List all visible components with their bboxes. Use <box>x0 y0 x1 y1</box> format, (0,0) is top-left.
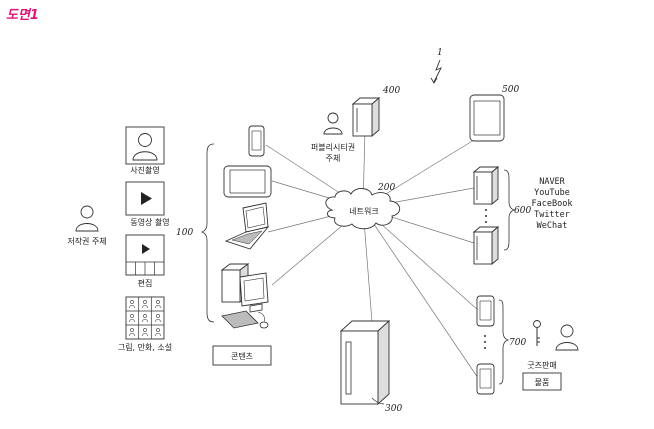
video-shoot-icon <box>126 182 164 215</box>
goods-seller-label: 굿즈판매 <box>527 361 556 370</box>
desktop-pc-icon <box>222 264 268 328</box>
goods-devices: 700 <box>477 296 526 394</box>
system-reference: 1 <box>431 48 443 83</box>
person-icon <box>324 113 342 134</box>
platform-server-bottom-icon <box>474 227 498 264</box>
platform-server-top-icon <box>474 167 498 204</box>
contents-box: 콘텐츠 <box>213 346 271 365</box>
platform-name-youtube: YouTube <box>534 188 570 198</box>
copyright-holder: 저작권 주체 <box>67 206 106 246</box>
tablet-icon <box>224 166 271 197</box>
platform-name-naver: NAVER <box>539 177 565 187</box>
platform-names: NAVER YouTube FaceBook Twitter WeChat <box>532 177 573 231</box>
server-400-icon: 400 <box>353 86 400 136</box>
goods-item-label: 물품 <box>535 378 550 387</box>
contents-box-label: 콘텐츠 <box>231 351 253 361</box>
tablet-500-icon: 500 <box>470 85 519 141</box>
seller-person-icon <box>556 325 578 350</box>
content-item-art: 그림, 만화, 소설 <box>118 342 172 352</box>
tablet-500-ref: 500 <box>502 85 519 95</box>
platform-name-twitter: Twitter <box>534 210 570 220</box>
goods-phone-bottom-icon <box>477 364 494 394</box>
photo-shoot-icon <box>126 127 164 164</box>
contents-brace <box>202 144 214 322</box>
platforms-ref: 600 <box>514 206 531 216</box>
publicity-label-line2: 주체 <box>326 153 341 163</box>
goods-ref: 700 <box>509 338 526 348</box>
goods-brace <box>499 300 508 384</box>
goods-seller: 굿즈판매 물품 <box>523 321 578 391</box>
goods-ellipsis <box>484 335 486 349</box>
system-ref-arrow <box>434 60 441 82</box>
laptop-icon <box>226 203 268 249</box>
server-300-icon: 300 <box>341 321 402 414</box>
contents-ref: 100 <box>176 228 193 238</box>
content-item-video: 동영상 촬영 <box>130 217 169 227</box>
publicity-rights-holder: 퍼블리시티권 주체 <box>311 113 355 163</box>
platform-name-facebook: FaceBook <box>532 199 573 209</box>
content-item-edit: 편집 <box>138 278 153 288</box>
server-400-ref: 400 <box>382 86 400 96</box>
network-cloud: 네트워크 200 <box>326 183 400 229</box>
network-ref: 200 <box>377 183 395 193</box>
network-label: 네트워크 <box>349 207 378 216</box>
copyright-person-icon <box>76 206 98 231</box>
goods-phone-top-icon <box>477 296 494 326</box>
platform-servers: 600 NAVER YouTube FaceBook Twitter WeCha… <box>474 167 572 264</box>
key-icon <box>534 321 541 347</box>
platform-name-wechat: WeChat <box>537 221 568 231</box>
art-comic-novel-icon <box>126 297 164 339</box>
copyright-holder-label: 저작권 주체 <box>67 236 106 246</box>
figure-title: 도면1 <box>6 8 39 23</box>
video-edit-icon <box>126 235 164 275</box>
platform-ellipsis <box>485 209 487 223</box>
content-item-photo: 사진촬영 <box>130 165 159 175</box>
smartphone-icon <box>249 126 264 156</box>
publicity-label-line1: 퍼블리시티권 <box>311 142 355 152</box>
server-300-ref: 300 <box>385 404 402 414</box>
system-ref-number: 1 <box>437 48 443 58</box>
platform-brace <box>504 170 514 250</box>
